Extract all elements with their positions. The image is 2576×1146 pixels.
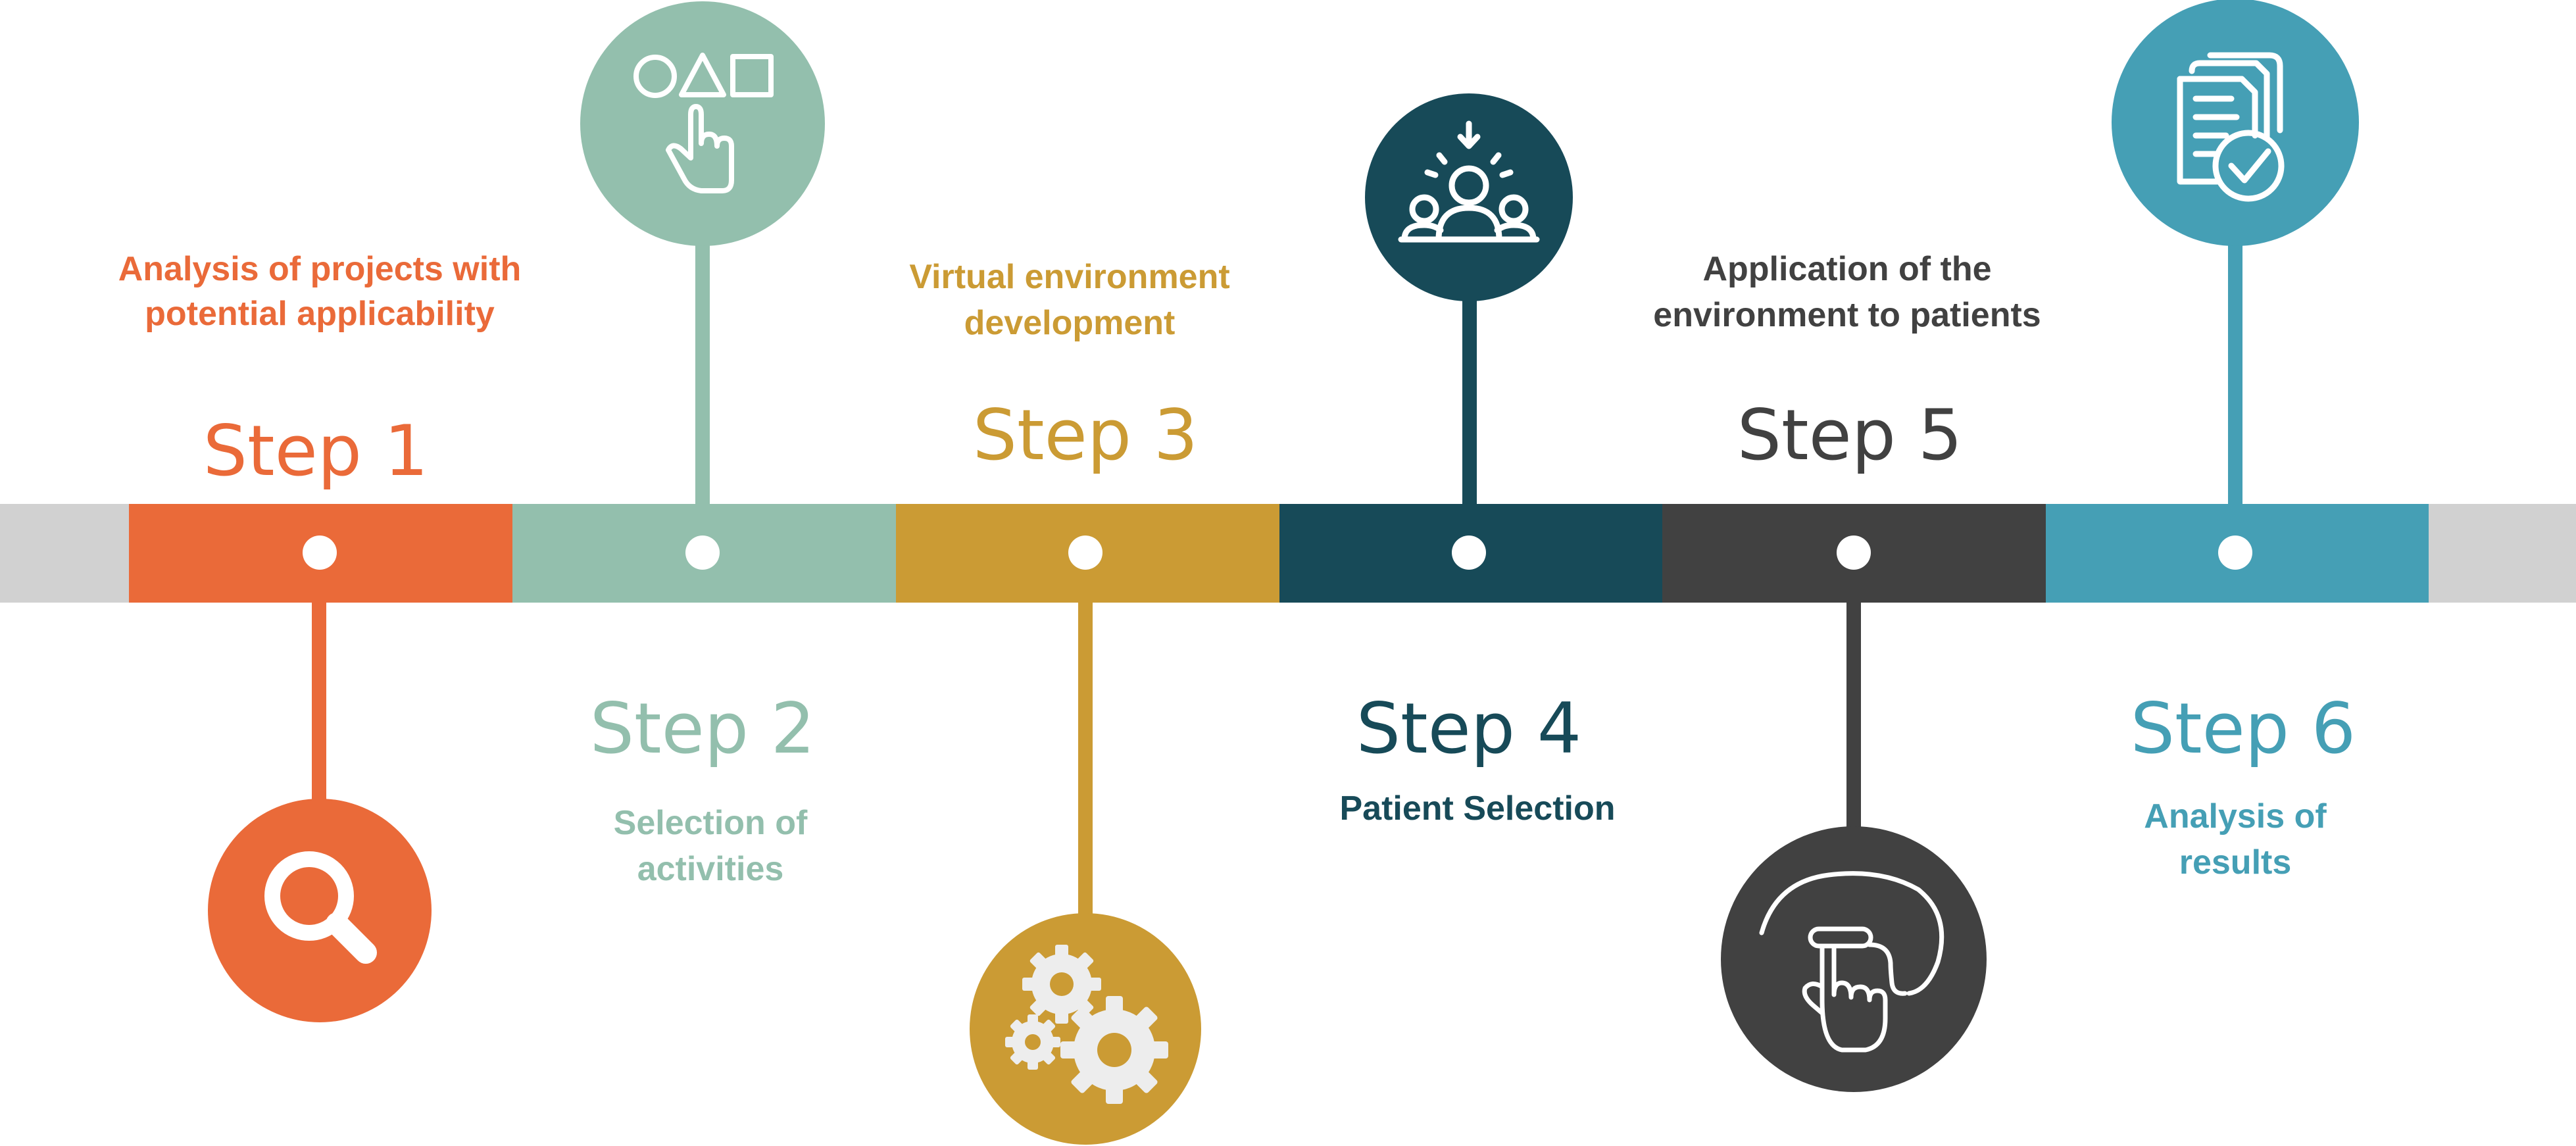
step-2-description-line-1: Selection of: [614, 804, 808, 842]
haptic-pen-icon: [1759, 871, 1944, 1053]
dot-step-5: [1837, 536, 1871, 570]
step-3-description-line-1: Virtual environment: [909, 258, 1229, 296]
step-5-title: Step 5: [1737, 395, 1962, 476]
dot-step-6: [2218, 536, 2252, 570]
group-selection-icon: [1398, 120, 1540, 243]
step-6-title: Step 6: [2131, 688, 2356, 769]
stem-step-6: [2228, 237, 2242, 508]
track-left-end: [0, 504, 129, 603]
step-4-title: Step 4: [1356, 688, 1581, 769]
stem-step-5: [1846, 599, 1861, 835]
step-4-description-line-1: Patient Selection: [1340, 789, 1616, 828]
circle-step-4: [1365, 93, 1573, 301]
step-4: Step 4 Patient Selection: [1340, 688, 1616, 828]
step-2-description-line-2: activities: [637, 850, 784, 888]
step-1-description-line-2: potential applicability: [145, 295, 495, 333]
step-6-description-line-1: Analysis of: [2144, 797, 2327, 835]
step-2: Step 2 Selection of activities: [590, 688, 815, 888]
dot-step-2: [685, 536, 720, 570]
step-1-description-line-1: Analysis of projects with: [118, 250, 522, 288]
checked-documents-icon: [2177, 52, 2285, 202]
step-1-title: Step 1: [203, 411, 428, 491]
step-6-description-line-2: results: [2179, 843, 2292, 882]
step-3: Step 3 Virtual environment development: [909, 258, 1229, 476]
stem-step-2: [695, 237, 710, 508]
step-3-title: Step 3: [973, 395, 1198, 476]
stem-step-4: [1462, 289, 1477, 508]
step-5-description-line-1: Application of the: [1702, 250, 1991, 288]
circle-step-1: [208, 799, 432, 1022]
magnifier-icon: [264, 851, 377, 964]
step-1: Step 1 Analysis of projects with potenti…: [118, 250, 522, 491]
dot-step-1: [303, 536, 337, 570]
step-6: Step 6 Analysis of results: [2131, 688, 2356, 882]
gears-icon: [1005, 945, 1168, 1104]
dot-step-4: [1452, 536, 1486, 570]
shapes-selection-icon: [633, 53, 774, 193]
step-3-description-line-2: development: [964, 304, 1176, 342]
stem-step-3: [1078, 599, 1093, 914]
step-5-description-line-2: environment to patients: [1653, 296, 2041, 334]
step-5: Step 5 Application of the environment to…: [1653, 250, 2041, 476]
dot-step-3: [1068, 536, 1102, 570]
circle-step-6: [2112, 0, 2359, 246]
track-right-end: [2429, 504, 2576, 603]
step-2-title: Step 2: [590, 688, 815, 769]
stem-step-1: [312, 599, 326, 803]
